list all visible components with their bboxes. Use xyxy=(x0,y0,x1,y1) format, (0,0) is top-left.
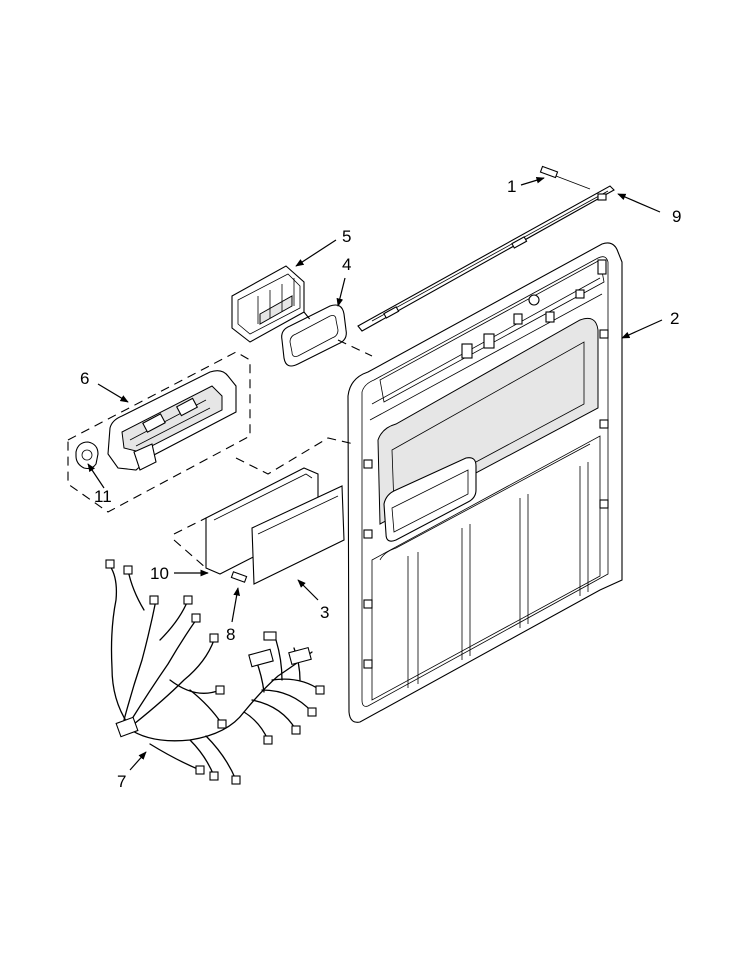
part-1-screw xyxy=(539,165,591,190)
callout-8: 8 xyxy=(226,625,235,644)
callout-4: 4 xyxy=(342,255,351,274)
callout-9: 9 xyxy=(672,207,681,226)
part-4-gasket xyxy=(281,304,347,367)
callout-11: 11 xyxy=(94,487,112,506)
part-2-inner-door xyxy=(347,242,623,723)
callout-1: 1 xyxy=(507,177,516,196)
assembly-leaders xyxy=(173,311,373,569)
part-7-wire-harness xyxy=(105,559,325,785)
part-11-actuator xyxy=(75,441,99,470)
callout-6: 6 xyxy=(80,369,89,388)
callout-2: 2 xyxy=(670,309,679,328)
callout-5: 5 xyxy=(342,227,351,246)
part-8-screw xyxy=(230,571,248,583)
callout-10: 10 xyxy=(150,564,169,583)
callout-leaders xyxy=(87,176,663,771)
part-6-dispenser-group xyxy=(67,351,251,513)
callout-labels: 1 2 3 4 5 6 7 8 9 10 11 xyxy=(80,177,681,791)
callout-7: 7 xyxy=(117,772,126,791)
callout-3: 3 xyxy=(320,603,329,622)
part-3-cover-panel xyxy=(251,485,345,585)
part-9-trim-strip xyxy=(357,185,615,332)
